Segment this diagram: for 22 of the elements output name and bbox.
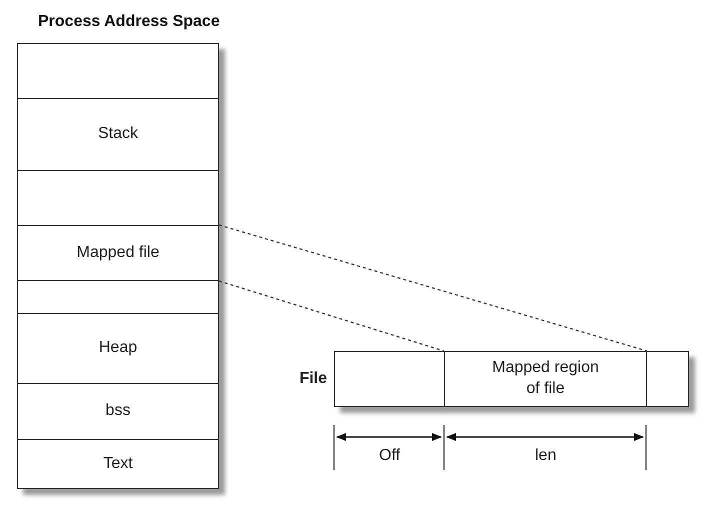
dashed-connector	[218, 280, 444, 352]
empty-segment	[17, 43, 219, 99]
dashed-connector	[218, 224, 648, 352]
segment-label: Stack	[98, 124, 138, 144]
segment-label: Mapped region of file	[491, 358, 600, 399]
memory-segment	[17, 225, 219, 281]
diagram-title: Process Address Space	[38, 13, 220, 31]
file-label: File	[299, 370, 327, 388]
memory-segment	[17, 313, 219, 384]
segment-label: bss	[106, 401, 130, 422]
empty-segment	[17, 280, 219, 314]
dimension-label: len	[535, 447, 556, 465]
segment-label: Text	[103, 454, 133, 474]
empty-segment	[17, 170, 219, 226]
segment-label: Heap	[98, 338, 138, 358]
memory-segment	[444, 351, 647, 407]
memory-segment	[17, 439, 219, 489]
segment-label: Mapped file	[76, 242, 160, 263]
dimension-label: Off	[379, 447, 400, 465]
memory-segment	[17, 383, 219, 440]
memory-segment	[17, 98, 219, 171]
empty-segment	[646, 351, 689, 407]
